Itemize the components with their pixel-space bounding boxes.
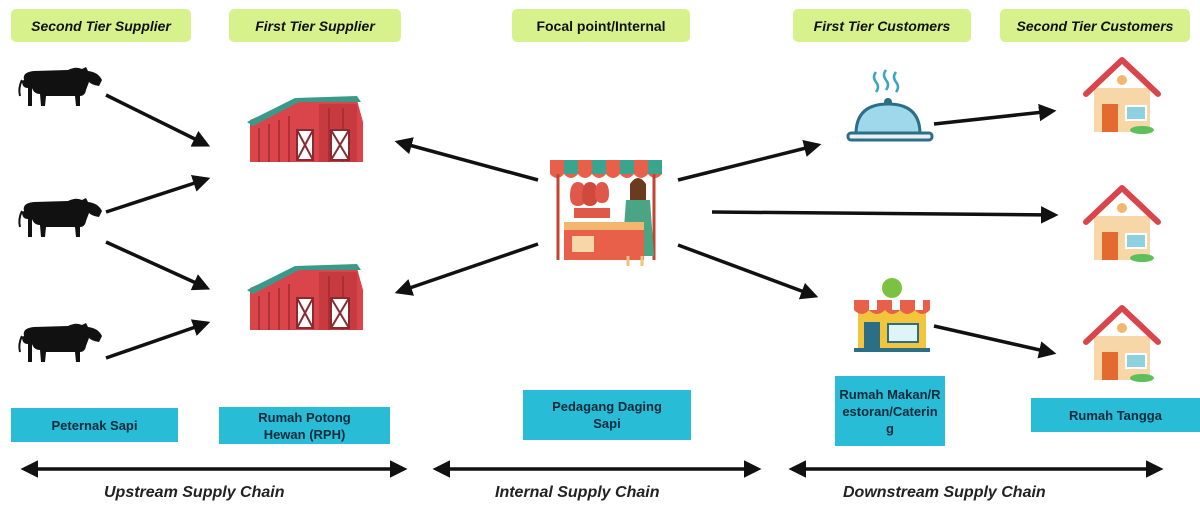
tier-second-customers: Second Tier Customers — [1000, 9, 1190, 42]
label-pedagang: Pedagang Daging Sapi — [523, 390, 691, 440]
market-stall-icon — [550, 160, 662, 266]
arrow-stall-cloche — [677, 139, 822, 182]
arrow-cow2-barn1 — [105, 175, 211, 214]
house-icon-3 — [1086, 308, 1158, 382]
cow-icon-1 — [18, 66, 103, 107]
barn-icon-1 — [246, 95, 364, 163]
barn-icon-2 — [246, 263, 364, 331]
label-peternak: Peternak Sapi — [11, 408, 178, 442]
arrow-stall-house2 — [711, 206, 1059, 224]
arrow-stall-barn1 — [394, 137, 539, 182]
upstream-chain-label: Upstream Supply Chain — [104, 484, 285, 501]
downstream-chain-label: Downstream Supply Chain — [843, 484, 1046, 501]
house-icon-2 — [1086, 188, 1158, 262]
arrow-cow2-barn2 — [105, 240, 211, 291]
arrow-cow1-barn1 — [105, 93, 211, 147]
label-rumah-makan: Rumah Makan/Restoran/Catering — [835, 376, 945, 446]
arrow-restaurant-house3 — [933, 324, 1057, 359]
cow-icon-3 — [18, 322, 103, 363]
arrow-stall-restaurant — [677, 243, 819, 300]
arrow-stall-barn2 — [394, 242, 539, 296]
label-rumah-tangga: Rumah Tangga — [1031, 398, 1200, 432]
tier-second-supplier: Second Tier Supplier — [11, 9, 191, 42]
arrow-cloche-house1 — [933, 103, 1057, 126]
restaurant-icon — [854, 278, 930, 352]
arrow-cow3-barn2 — [105, 319, 211, 360]
tier-first-customers: First Tier Customers — [793, 9, 971, 42]
tier-first-supplier: First Tier Supplier — [229, 9, 401, 42]
internal-chain-label: Internal Supply Chain — [495, 484, 660, 501]
cow-icon-2 — [18, 197, 103, 238]
label-rph: Rumah Potong Hewan (RPH) — [219, 407, 390, 444]
tier-focal: Focal point/Internal — [512, 9, 690, 42]
house-icon-1 — [1086, 60, 1158, 134]
food-cloche-icon — [846, 69, 934, 142]
